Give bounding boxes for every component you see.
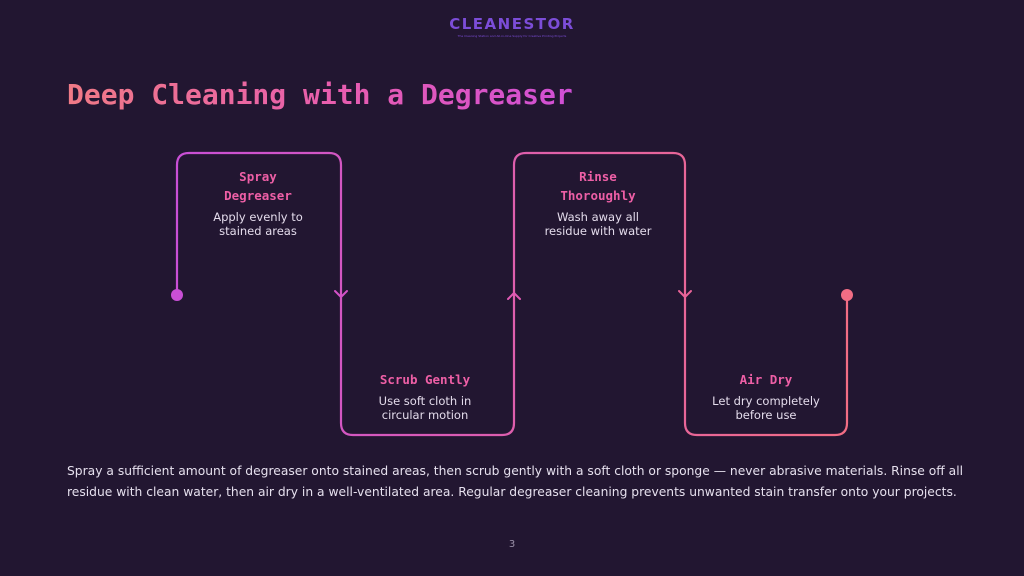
step-rinse-thoroughly: Rinse Thoroughly Wash away all residue w… xyxy=(523,167,673,238)
step-scrub-gently: Scrub Gently Use soft cloth in circular … xyxy=(350,370,500,422)
page-number: 3 xyxy=(508,539,516,550)
step-description-line: Let dry completely xyxy=(712,394,820,408)
step-description-line: Wash away all xyxy=(556,210,640,224)
step-title-line: Thoroughly xyxy=(560,188,636,203)
description-paragraph: Spray a sufficient amount of degreaser o… xyxy=(67,464,964,499)
down-arrow-icon xyxy=(678,290,692,298)
brand-header: CLEANESTOR The Cleaning Station and All-… xyxy=(412,14,612,39)
step-description-line: residue with water xyxy=(544,224,652,238)
step-description: Let dry completely before use xyxy=(691,394,841,422)
step-description: Use soft cloth in circular motion xyxy=(350,394,500,422)
flow-end-dot-icon xyxy=(841,289,853,301)
brand-tagline: The Cleaning Station and All-in-One Supp… xyxy=(457,34,567,38)
step-description: Apply evenly to stained areas xyxy=(183,210,333,238)
step-title: Rinse Thoroughly xyxy=(523,167,673,205)
step-description-line: Apply evenly to xyxy=(213,210,303,224)
up-arrow-icon xyxy=(507,292,521,300)
brand-logo: CLEANESTOR xyxy=(449,15,575,33)
step-description-line: Use soft cloth in xyxy=(378,394,472,408)
down-arrow-icon xyxy=(334,290,348,298)
step-title: Air Dry xyxy=(691,370,841,389)
step-title-line: Scrub Gently xyxy=(379,372,471,387)
step-title-line: Degreaser xyxy=(224,188,292,203)
flow-start-dot-icon xyxy=(171,289,183,301)
step-title: Scrub Gently xyxy=(350,370,500,389)
step-description-line: stained areas xyxy=(219,224,297,238)
step-title-line: Spray xyxy=(239,169,277,184)
slide-title: Deep Cleaning with a Degreaser xyxy=(67,76,573,114)
step-title-line: Rinse xyxy=(579,169,617,184)
step-description-line: before use xyxy=(735,408,797,422)
step-title-line: Air Dry xyxy=(739,372,793,387)
step-spray-degreaser: Spray Degreaser Apply evenly to stained … xyxy=(183,167,333,238)
step-description: Wash away all residue with water xyxy=(523,210,673,238)
step-description-line: circular motion xyxy=(381,408,469,422)
step-air-dry: Air Dry Let dry completely before use xyxy=(691,370,841,422)
step-title: Spray Degreaser xyxy=(183,167,333,205)
